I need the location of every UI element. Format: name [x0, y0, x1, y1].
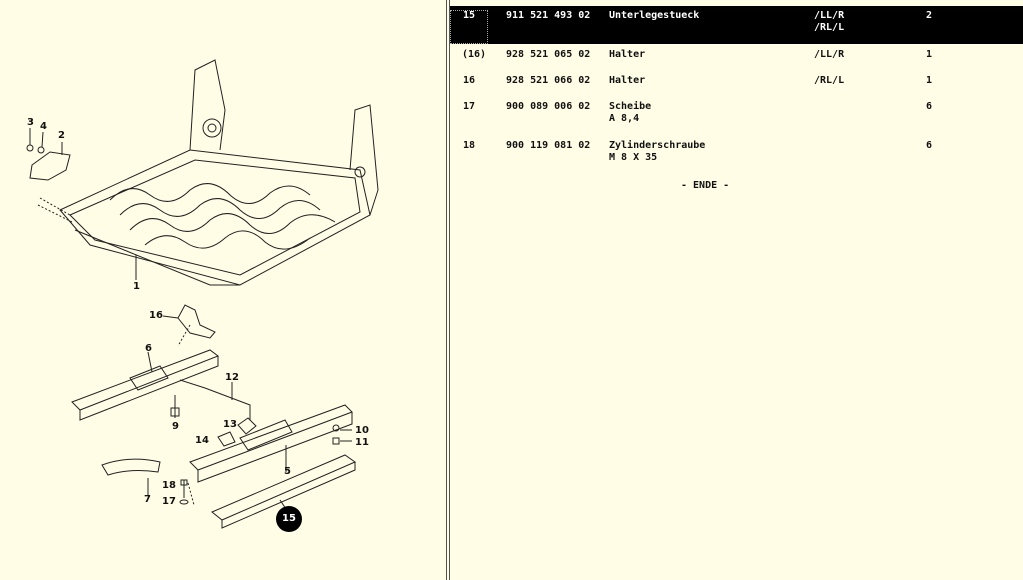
- seat-frame-drawing: [26, 59, 379, 529]
- row-part-number: 928 521 065 02: [506, 49, 591, 60]
- callout-9[interactable]: 9: [172, 421, 179, 432]
- callout-4[interactable]: 4: [40, 121, 47, 132]
- callout-12[interactable]: 12: [225, 372, 239, 383]
- row-part-number: 900 119 081 02: [506, 140, 591, 151]
- parts-row[interactable]: 16 928 521 066 02 Halter /RL/L 1: [450, 71, 1023, 95]
- row-description: Halter: [609, 49, 646, 60]
- row-quantity: 6: [926, 101, 933, 112]
- row-description: Halter: [609, 75, 646, 86]
- row-description: Zylinderschraube: [609, 140, 706, 151]
- row-description: Scheibe: [609, 101, 652, 112]
- parts-row[interactable]: (16) 928 521 065 02 Halter /LL/R 1: [450, 45, 1023, 69]
- exploded-diagram: 3 4 2 1 16 6 12 9 13 14 10 11 5 7 18 17 …: [0, 0, 446, 580]
- parts-row[interactable]: 18 900 119 081 02 Zylinderschraube M 8 X…: [450, 136, 1023, 172]
- row-model: /RL/L: [814, 75, 845, 86]
- callout-15-selected[interactable]: 15: [276, 506, 302, 532]
- row-description-spec: A 8,4: [609, 113, 640, 124]
- row-quantity: 2: [926, 10, 933, 21]
- row-position: (16): [461, 49, 487, 60]
- callout-3[interactable]: 3: [27, 117, 34, 128]
- row-model: /LL/R: [814, 10, 845, 21]
- row-part-number: 900 089 006 02: [506, 101, 591, 112]
- callout-13[interactable]: 13: [223, 419, 237, 430]
- row-model: /LL/R: [814, 49, 845, 60]
- row-description-spec: M 8 X 35: [609, 152, 658, 163]
- row-position: 18: [462, 140, 476, 151]
- row-position: 16: [462, 75, 476, 86]
- callout-1[interactable]: 1: [133, 281, 140, 292]
- callout-5[interactable]: 5: [284, 466, 291, 477]
- row-position: 17: [462, 101, 476, 112]
- row-position: 15: [450, 10, 488, 44]
- callout-2[interactable]: 2: [58, 130, 65, 141]
- row-quantity: 1: [926, 49, 933, 60]
- parts-list: 15 911 521 493 02 Unterlegestueck /LL/R …: [450, 0, 1023, 580]
- row-part-number: 928 521 066 02: [506, 75, 591, 86]
- callout-6[interactable]: 6: [145, 343, 152, 354]
- row-quantity: 6: [926, 140, 933, 151]
- row-part-number: 911 521 493 02: [506, 10, 591, 21]
- row-quantity: 1: [926, 75, 933, 86]
- list-end-marker: - ENDE -: [681, 180, 730, 191]
- callout-11[interactable]: 11: [355, 437, 369, 448]
- callout-7[interactable]: 7: [144, 494, 151, 505]
- parts-row-selected[interactable]: 15 911 521 493 02 Unterlegestueck /LL/R …: [450, 6, 1023, 44]
- callout-18[interactable]: 18: [162, 480, 176, 491]
- callout-14[interactable]: 14: [195, 435, 209, 446]
- parts-row[interactable]: 17 900 089 006 02 Scheibe A 8,4 6: [450, 97, 1023, 133]
- callout-17[interactable]: 17: [162, 496, 176, 507]
- row-description: Unterlegestueck: [609, 10, 700, 21]
- callout-16[interactable]: 16: [149, 310, 163, 321]
- row-model-2: /RL/L: [814, 22, 845, 33]
- callout-10[interactable]: 10: [355, 425, 369, 436]
- pane-divider[interactable]: [446, 0, 450, 580]
